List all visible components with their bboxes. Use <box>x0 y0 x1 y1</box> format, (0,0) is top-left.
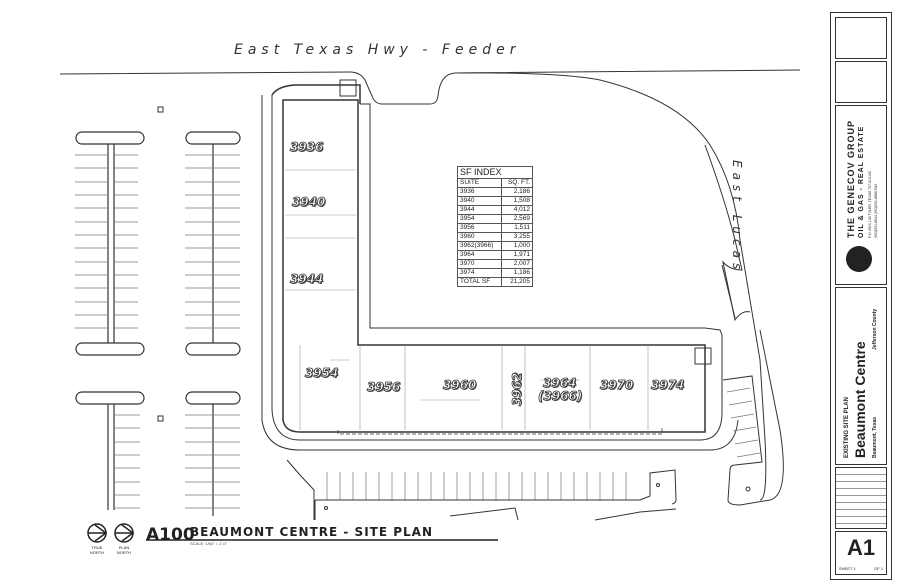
suite-cell: 3936 <box>457 187 502 197</box>
company-name: THE GENECOV GROUP <box>846 119 856 238</box>
road-label-east: East Lucas <box>730 160 744 275</box>
header-suite: SUITE <box>457 178 502 188</box>
suite-label-3940: 3940 <box>292 195 326 210</box>
title-block: THE GENECOV GROUP OIL & GAS - REAL ESTAT… <box>830 12 892 580</box>
info-box <box>835 467 887 529</box>
suite-cell: 3954 <box>457 214 502 224</box>
revision-box-2 <box>835 61 887 103</box>
suite-cell: 3956 <box>457 223 502 233</box>
suite-label-3962: 3962 <box>510 372 525 406</box>
sheet-label: SHEET 1 <box>839 566 856 571</box>
sqft-cell: 2,007 <box>500 259 534 269</box>
suite-cell: 3940 <box>457 196 502 206</box>
suite-label-3944: 3944 <box>290 272 324 287</box>
suite-label-3970: 3970 <box>600 378 634 393</box>
sqft-cell: 3,255 <box>500 232 534 242</box>
drawing-number: A100 <box>146 525 195 545</box>
drawing-title: BEAUMONT CENTRE - SITE PLAN <box>190 525 433 539</box>
revision-box-1 <box>835 17 887 59</box>
header-sqft: SQ. FT. <box>500 178 534 188</box>
sqft-cell: 4,012 <box>500 205 534 215</box>
sheet-type: EXISTING SITE PLAN <box>844 396 850 458</box>
company-sub: OIL & GAS - REAL ESTATE <box>858 125 865 238</box>
suite-cell: 3974 <box>457 268 502 278</box>
suite-label-3960: 3960 <box>443 378 477 393</box>
suite-label-3974: 3974 <box>651 378 685 393</box>
company-address: P.O. BOX 130 TYLER, TEXAS 75710-0130 <box>868 171 872 238</box>
sheet-of-label: OF 1 <box>874 566 883 571</box>
sf-index-title: SF INDEX <box>457 166 533 179</box>
table-header-row: SUITE SQ. FT. <box>457 178 534 188</box>
total-value: 21,205 <box>500 277 534 287</box>
sheet-number-box: A1 SHEET 1 OF 1 <box>835 531 887 575</box>
drawing-scale: SCALE: 1/64" = 1'-0" <box>190 541 228 546</box>
sqft-cell: 1,186 <box>500 268 534 278</box>
project-county: Jefferson County <box>872 308 878 350</box>
road-label-north: East Texas Hwy - Feeder <box>234 42 521 58</box>
suite-cell: 3970 <box>457 259 502 269</box>
company-phone: (903)531-8844 (903)531-8888 FAX <box>874 183 878 238</box>
suite-cell: 3960 <box>457 232 502 242</box>
sqft-cell: 1,971 <box>500 250 534 260</box>
north-arrow-icons <box>87 523 135 543</box>
suite-cell: 3962(3966) <box>457 241 502 251</box>
total-label: TOTAL SF <box>457 277 502 287</box>
true-north-label: TRUE NORTH <box>89 545 105 555</box>
project-box: EXISTING SITE PLAN Beaumont Centre Beaum… <box>835 287 887 465</box>
company-logo-icon <box>846 246 872 272</box>
suite-label-3966: (3966) <box>538 389 583 404</box>
plan-north-label: PLAN NORTH <box>116 545 132 555</box>
sqft-cell: 1,000 <box>500 241 534 251</box>
table-row: 3962(3966)1,000 <box>457 241 534 251</box>
sheet-number: A1 <box>846 535 876 560</box>
suite-cell: 3944 <box>457 205 502 215</box>
suite-label-3936: 3936 <box>290 140 324 155</box>
sqft-cell: 2,569 <box>500 214 534 224</box>
sqft-cell: 1,511 <box>500 223 534 233</box>
suite-label-3956: 3956 <box>367 380 401 395</box>
company-box: THE GENECOV GROUP OIL & GAS - REAL ESTAT… <box>835 105 887 285</box>
project-location: Beaumont, Texas <box>872 416 878 458</box>
suite-label-3964: 3964 <box>543 376 577 391</box>
project-name: Beaumont Centre <box>852 341 868 458</box>
suite-label-3954: 3954 <box>305 366 339 381</box>
suite-cell: 3964 <box>457 250 502 260</box>
sqft-cell: 2,186 <box>500 187 534 197</box>
sqft-cell: 1,508 <box>500 196 534 206</box>
